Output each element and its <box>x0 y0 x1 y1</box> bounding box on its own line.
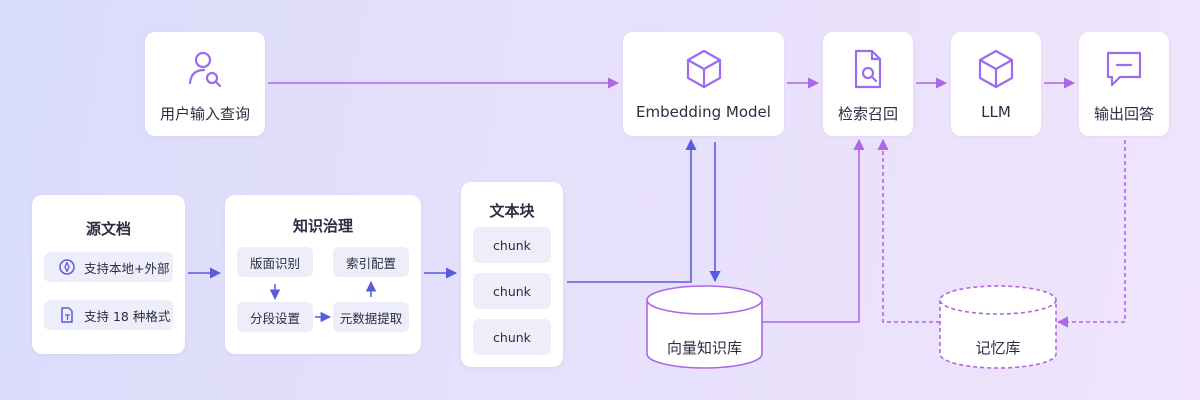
governance-step: 分段设置 <box>237 302 313 332</box>
governance-panel: 知识治理 版面识别 分段设置 元数据提取 索引配置 <box>225 195 421 354</box>
document-search-icon <box>854 49 882 89</box>
cube-icon <box>978 49 1014 89</box>
text-blocks-panel: 文本块 chunk chunk chunk <box>461 182 563 367</box>
compass-icon <box>59 259 75 275</box>
arrow-chunks-to-embedding <box>567 138 697 283</box>
governance-title: 知识治理 <box>292 217 353 235</box>
text-blocks-title: 文本块 <box>489 202 535 220</box>
source-docs-title: 源文档 <box>85 220 131 238</box>
node-embedding-model-label: Embedding Model <box>636 103 771 121</box>
node-llm-label: LLM <box>981 103 1011 121</box>
node-output-answer: 输出回答 <box>1079 32 1169 136</box>
governance-arrows <box>269 280 377 323</box>
chunk-item: chunk <box>473 273 551 309</box>
chunk-item: chunk <box>473 319 551 355</box>
governance-step: 版面识别 <box>237 247 313 277</box>
node-output-answer-label: 输出回答 <box>1093 105 1154 123</box>
node-retrieval-label: 检索召回 <box>837 105 898 123</box>
chat-bubble-icon <box>1106 51 1142 87</box>
file-format-icon <box>61 307 73 323</box>
arrow-output-to-memory <box>1056 140 1126 328</box>
cube-icon <box>686 49 721 89</box>
node-retrieval: 检索召回 <box>823 32 913 136</box>
chunk-item: chunk <box>473 227 551 263</box>
arrow-vectordb-to-retrieval <box>762 138 865 323</box>
source-docs-item-label: 支持本地+外部 <box>84 260 170 276</box>
governance-step: 索引配置 <box>333 247 409 277</box>
source-docs-item: 支持本地+外部 <box>44 252 173 282</box>
vector-db-label: 向量知识库 <box>666 339 742 357</box>
node-llm: LLM <box>951 32 1041 136</box>
source-docs-panel: 源文档 支持本地+外部 支持 18 种格式 <box>32 195 185 354</box>
user-search-icon <box>188 51 222 88</box>
governance-step: 元数据提取 <box>333 302 409 332</box>
source-docs-item: 支持 18 种格式 <box>44 300 173 330</box>
node-user-query-label: 用户输入查询 <box>159 105 250 123</box>
memory-db-label: 记忆库 <box>975 339 1021 357</box>
arrow-memory-to-retrieval <box>877 138 940 323</box>
node-embedding-model: Embedding Model <box>623 32 784 136</box>
node-user-query: 用户输入查询 <box>145 32 265 136</box>
source-docs-item-label: 支持 18 种格式 <box>84 308 171 324</box>
